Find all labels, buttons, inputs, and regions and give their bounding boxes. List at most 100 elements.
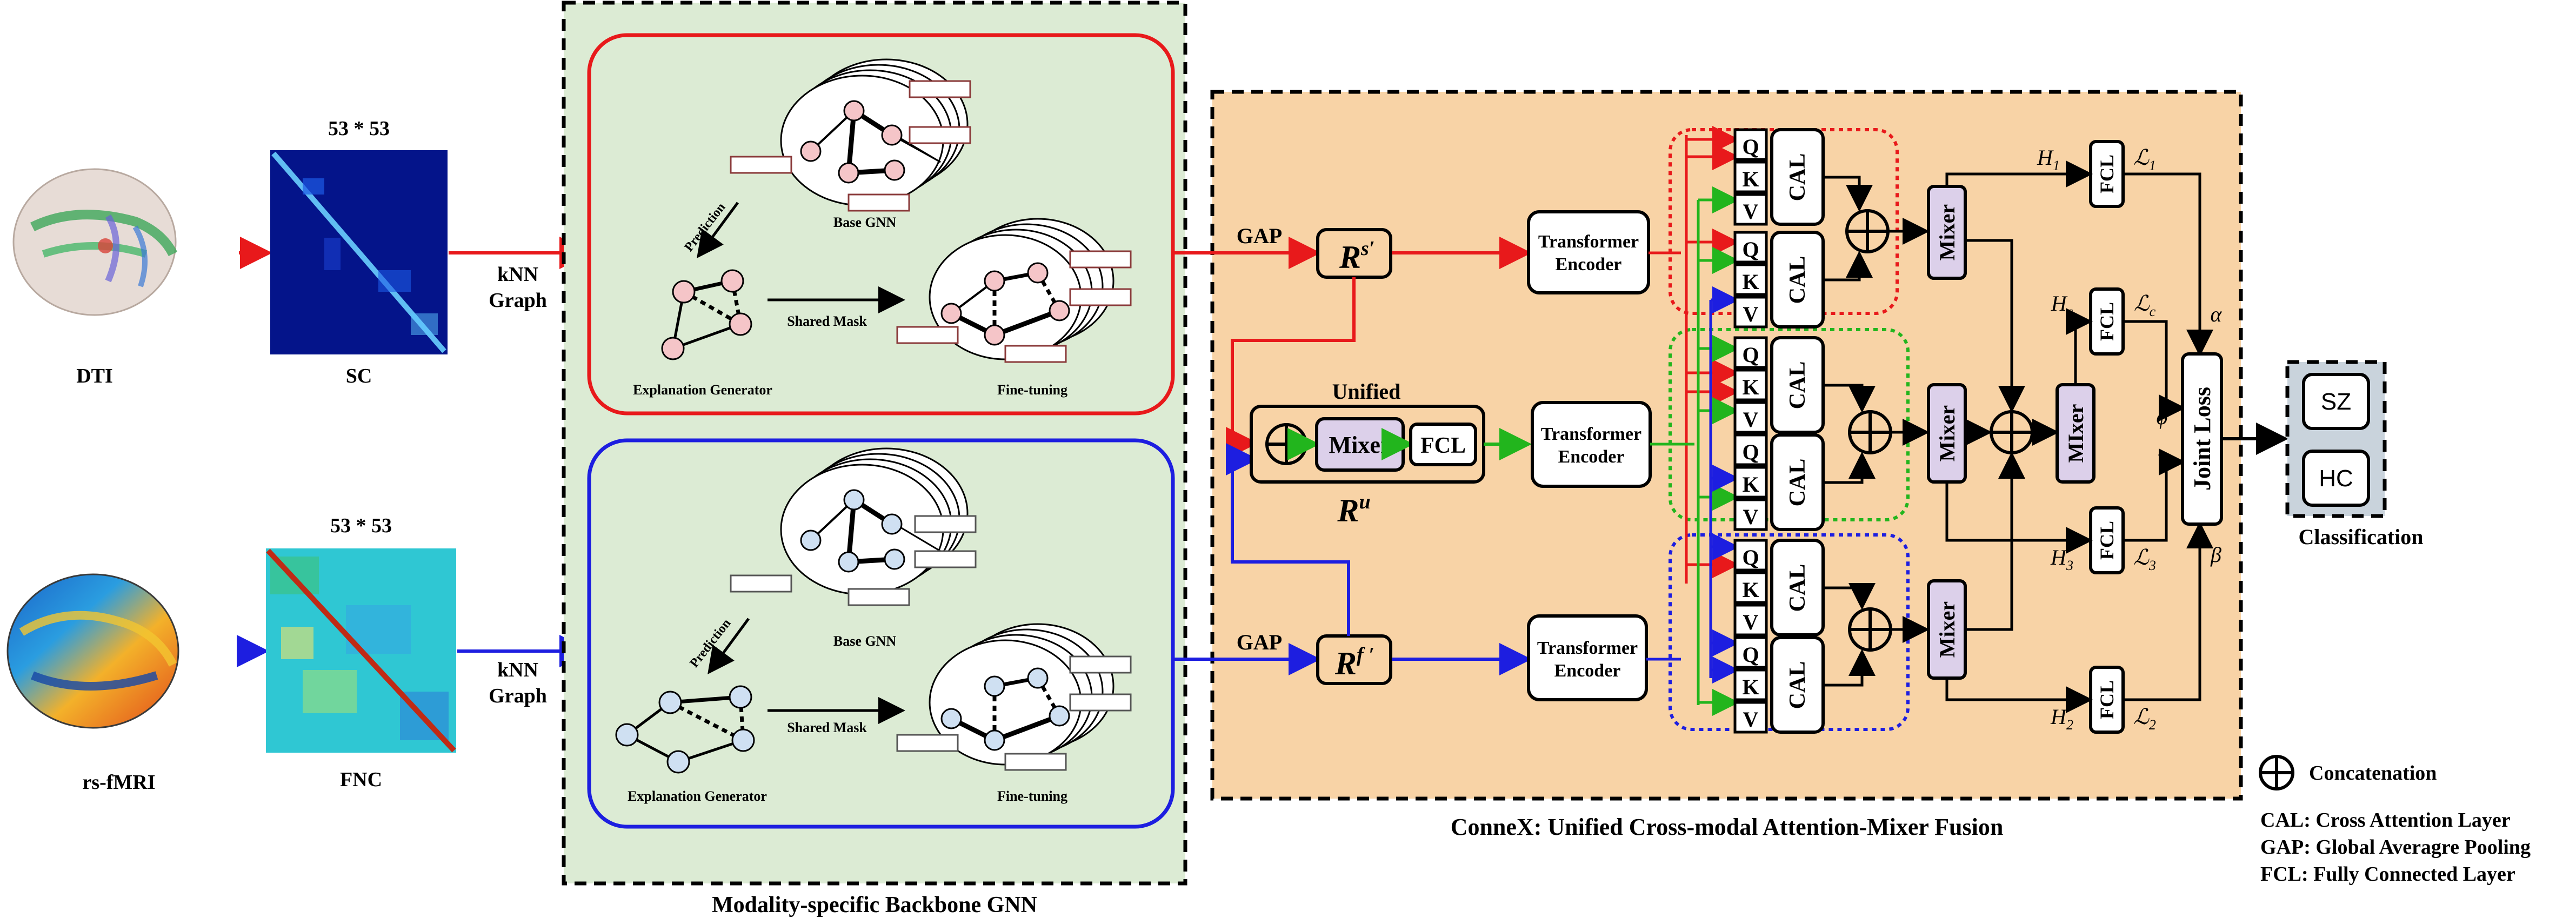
cal-group-top	[1669, 128, 1899, 315]
unified-label: Unified	[1332, 379, 1401, 404]
gamma-label: γ	[2158, 445, 2167, 470]
fnc-label: FNC	[340, 768, 382, 791]
cal-unit-1: Q K V CAL	[1733, 128, 1825, 226]
concat-icon-center	[1990, 410, 2034, 454]
cal-group-middle	[1669, 328, 1910, 521]
gap-label-top: GAP	[1237, 224, 1282, 248]
svg-text:Q: Q	[1742, 545, 1759, 569]
base-gnn-graph-top	[730, 58, 971, 212]
ru-label: Ru	[1337, 491, 1370, 528]
transformer-bottom-line2: Encoder	[1554, 661, 1621, 681]
cal-unit-4: Q K V CAL	[1733, 433, 1825, 531]
prediction-arrow-top	[697, 202, 739, 259]
fcl-h3-label: FCL	[2096, 521, 2118, 560]
svg-text:K: K	[1742, 472, 1759, 497]
svg-text:V: V	[1743, 707, 1759, 732]
knn-graph-bottom-line1: kNN	[497, 659, 538, 681]
routing-green	[1650, 186, 1739, 716]
hc-label: Hc	[2051, 291, 2073, 319]
h1-label: H1	[2037, 145, 2060, 173]
classification-label: Classification	[2298, 525, 2423, 549]
transformer-top-line2: Encoder	[1556, 254, 1622, 274]
transformer-middle-line2: Encoder	[1558, 447, 1625, 467]
svg-text:V: V	[1743, 302, 1759, 326]
cal-unit-6: Q K V CAL	[1733, 636, 1825, 734]
svg-text:K: K	[1742, 375, 1759, 399]
base-gnn-label-bottom: Base GNN	[833, 633, 897, 649]
transformer-top-line1: Transformer	[1538, 232, 1639, 252]
svg-text:Q: Q	[1742, 642, 1759, 667]
fmri-label: rs-fMRI	[82, 771, 155, 794]
gap-label-bottom: GAP	[1237, 630, 1282, 654]
joint-loss-label: Joint Loss	[2189, 387, 2215, 491]
base-gnn-graph-bottom	[730, 447, 977, 606]
fine-tuning-graph-bottom	[896, 623, 1132, 771]
hc-label-box: HC	[2319, 465, 2353, 492]
legend-concat-icon	[2259, 755, 2294, 790]
l1-label: ℒ1	[2133, 145, 2156, 173]
legend-cal: CAL: Cross Attention Layer	[2260, 809, 2511, 832]
cal-to-concat-lines	[1823, 176, 1930, 687]
rf-node-label: Rf ′	[1334, 644, 1374, 681]
svg-text:CAL: CAL	[1785, 256, 1810, 304]
l2-label: ℒ2	[2133, 705, 2156, 733]
connex-title: ConneX: Unified Cross-modal Attention-Mi…	[1451, 814, 2004, 840]
cal-unit-5: Q K V CAL	[1733, 539, 1825, 636]
mixer-middle-label: Mixer	[1935, 405, 1959, 461]
fine-tuning-label-bottom: Fine-tuning	[997, 788, 1067, 804]
lc-label: ℒc	[2134, 291, 2156, 319]
svg-text:K: K	[1742, 578, 1759, 602]
rs-node-label: Rs′	[1339, 237, 1375, 275]
routing-blue	[1646, 286, 1739, 684]
explanation-generator-graph-top	[661, 269, 752, 360]
svg-text:Q: Q	[1742, 440, 1759, 464]
phi-label: ϕ	[2157, 405, 2168, 429]
fcl-h2-label: FCL	[2096, 680, 2118, 719]
svg-text:CAL: CAL	[1785, 661, 1810, 709]
svg-text:CAL: CAL	[1785, 153, 1810, 202]
shared-mask-label-bottom: Shared Mask	[787, 720, 867, 735]
mixer-to-fcl-lines	[1945, 160, 2093, 713]
svg-text:V: V	[1743, 407, 1759, 432]
svg-text:K: K	[1742, 270, 1759, 294]
fnc-dim: 53 * 53	[330, 514, 392, 537]
beta-label: β	[2210, 542, 2221, 567]
rf-to-unified-line	[1226, 443, 1350, 636]
base-gnn-label-top: Base GNN	[833, 215, 897, 230]
legend-gap: GAP: Global Averagre Pooling	[2260, 836, 2531, 859]
fcl-to-joint-loss-lines	[2123, 172, 2213, 701]
mixer-fusion-label: MIxer	[2064, 404, 2088, 463]
explanation-generator-label-bottom: Explanation Generator	[628, 788, 767, 804]
transformer-encoder-middle	[1531, 401, 1652, 488]
cal-unit-2: Q K V CAL	[1733, 231, 1825, 329]
legend-fcl: FCL: Fully Connected Layer	[2260, 863, 2515, 886]
prediction-arrow-bottom	[708, 618, 750, 675]
svg-text:Q: Q	[1742, 135, 1759, 159]
svg-text:Q: Q	[1742, 343, 1759, 367]
backbone-sc-subpanel	[587, 33, 1175, 416]
knn-graph-top-line2: Graph	[489, 289, 547, 312]
alpha-label: α	[2211, 302, 2223, 326]
concat-icon-bottom	[1848, 607, 1892, 652]
fmri-brain-image	[6, 573, 179, 729]
sc-dim: 53 * 53	[328, 117, 390, 140]
svg-text:V: V	[1743, 505, 1759, 529]
dti-label: DTI	[76, 365, 113, 387]
transformer-middle-line1: Transformer	[1541, 424, 1641, 444]
svg-text:CAL: CAL	[1785, 361, 1810, 410]
svg-text:Q: Q	[1742, 237, 1759, 262]
svg-text:V: V	[1743, 199, 1759, 224]
mixer-to-center-lines	[1965, 239, 2059, 631]
unified-fcl	[1409, 423, 1477, 466]
knn-graph-top-line1: kNN	[497, 263, 538, 286]
concat-icon-top	[1845, 209, 1890, 253]
unified-fcl-label: FCL	[1420, 433, 1466, 458]
svg-text:K: K	[1742, 167, 1759, 191]
sc-label: SC	[346, 365, 372, 387]
fine-tuning-graph-top	[896, 218, 1132, 363]
fcl-hc-label: FCL	[2096, 302, 2118, 341]
sz-box	[2302, 373, 2370, 430]
sz-label: SZ	[2321, 388, 2351, 415]
hc-box	[2302, 450, 2370, 507]
